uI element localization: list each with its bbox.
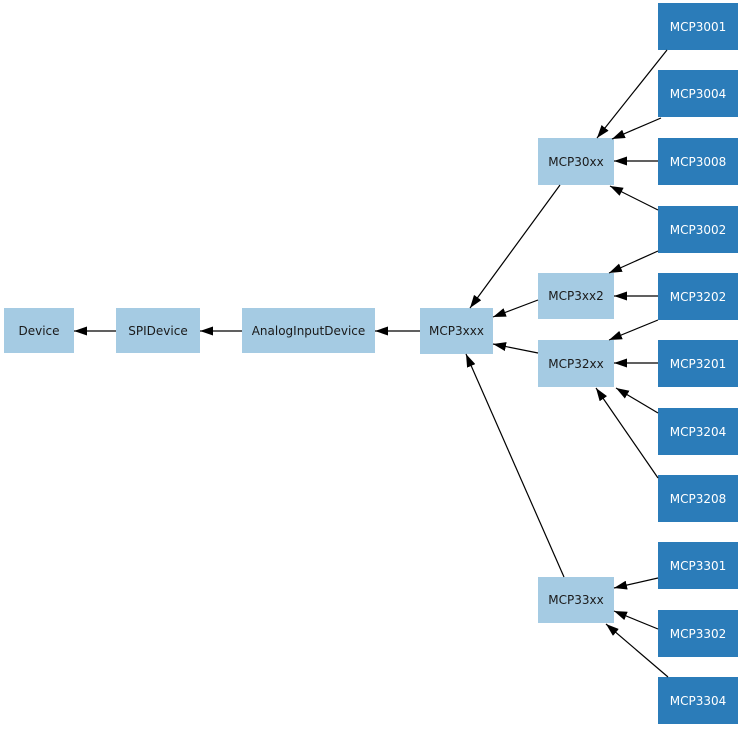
class-node-mcp3204[interactable]: MCP3204	[658, 408, 738, 455]
class-node-mcp3208[interactable]: MCP3208	[658, 475, 738, 522]
class-node-mcp3xx2[interactable]: MCP3xx2	[538, 273, 614, 319]
edge-mcp3002-to-mcp30xx	[609, 185, 659, 211]
edge-mcp3004-to-mcp30xx	[611, 117, 662, 140]
edge-mcp3001-to-mcp30xx	[596, 49, 668, 139]
class-node-mcp32xx[interactable]: MCP32xx	[538, 340, 614, 387]
class-node-mcp3301[interactable]: MCP3301	[658, 542, 738, 589]
edge-mcp3301-to-mcp33xx	[613, 577, 659, 590]
edge-mcp3xx2-to-mcp3xxx	[492, 299, 539, 318]
class-node-mcp3004[interactable]: MCP3004	[658, 70, 738, 117]
class-node-mcp30xx[interactable]: MCP30xx	[538, 138, 614, 185]
class-node-mcp3304[interactable]: MCP3304	[658, 677, 738, 724]
edge-mcp33xx-to-mcp3xxx	[465, 353, 565, 578]
edge-mcp3302-to-mcp33xx	[613, 610, 659, 630]
class-node-mcp3302[interactable]: MCP3302	[658, 610, 738, 657]
edge-mcp32xx-to-mcp3xxx	[492, 342, 539, 354]
class-node-spidevice[interactable]: SPIDevice	[116, 308, 200, 353]
edge-mcp3002-to-mcp3xx2	[608, 250, 659, 274]
edge-mcp3202-to-mcp32xx	[608, 319, 659, 341]
class-node-mcp3201[interactable]: MCP3201	[658, 340, 738, 387]
edge-mcp3204-to-mcp32xx	[615, 387, 659, 414]
class-node-mcp3002[interactable]: MCP3002	[658, 206, 738, 253]
class-node-mcp33xx[interactable]: MCP33xx	[538, 577, 614, 623]
class-node-mcp3202[interactable]: MCP3202	[658, 273, 738, 320]
class-node-device[interactable]: Device	[4, 308, 74, 353]
class-node-mcp3xxx[interactable]: MCP3xxx	[420, 308, 493, 354]
class-node-mcp3001[interactable]: MCP3001	[658, 3, 738, 50]
edge-mcp3208-to-mcp32xx	[595, 387, 659, 479]
class-node-mcp3008[interactable]: MCP3008	[658, 138, 738, 185]
class-node-analoginputdevice[interactable]: AnalogInputDevice	[242, 308, 375, 353]
